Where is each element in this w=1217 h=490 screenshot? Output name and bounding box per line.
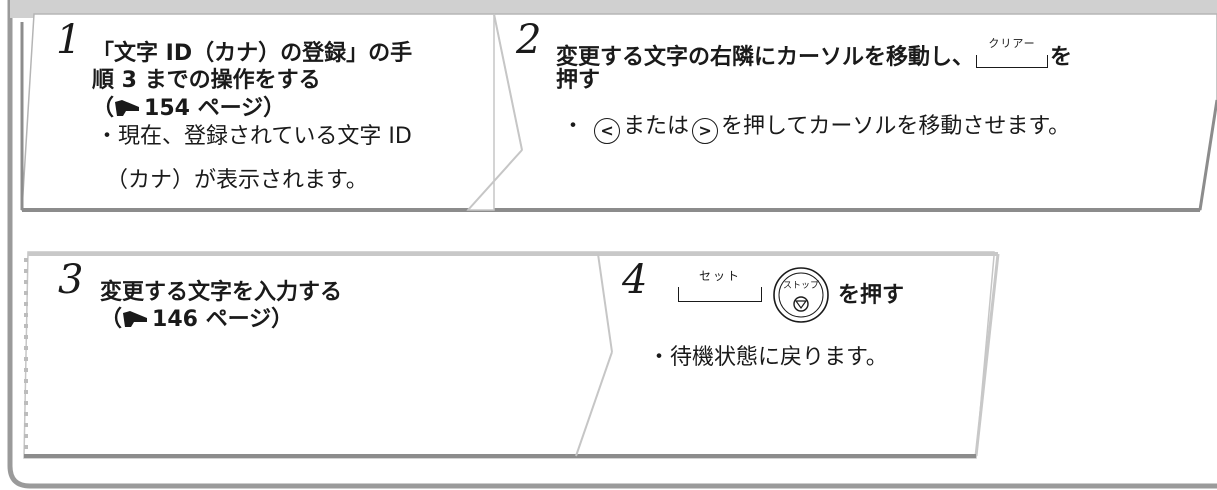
step-1-heading-line2: 順 3 までの操作をする [92,68,321,93]
ref-open-paren: （ [92,96,115,121]
bullet-dot: ・ [562,114,585,139]
step-2-bullet: ・ <または>を押してカーソルを移動させます。 [562,113,1070,144]
step-3-number: 3 [58,257,84,303]
step-4-bullet: ・待機状態に戻ります。 [648,345,888,370]
right-arrow-key-icon: > [692,118,719,144]
step-2-heading-suffix: を [1050,45,1073,70]
step-2-bullet-text: を押してカーソルを移動させます。 [721,114,1071,139]
clear-key-label: クリアー [988,37,1036,50]
step-4-number: 4 [622,257,648,303]
ref-open-paren: （ [100,307,123,332]
set-key: セット [678,269,762,302]
stop-key-icon: ストップ [772,266,830,324]
stop-key-label: ストップ [782,281,819,291]
step-1-bullet-line1: ・現在、登録されている文字 ID [96,124,412,149]
step-1-number: 1 [56,17,82,63]
set-key-base [678,287,762,302]
ref-page-text: 154 ページ） [144,96,286,121]
reference-pointer-icon [114,97,140,124]
step-2-heading-text: 変更する文字の右隣にカーソルを移動し、 [556,45,975,70]
left-arrow-key-icon: < [594,118,621,144]
outer-frame [7,0,1217,489]
clear-key: クリアー [976,37,1049,70]
set-key-label: セット [698,269,741,283]
clear-key-base [976,55,1049,68]
ref-page-text: 146 ページ） [152,307,294,332]
step-3-heading: 変更する文字を入力する [100,280,343,305]
step-3-reference: （ 146 ページ） [100,306,293,335]
step-2-heading-line2: 押す [556,68,601,93]
step-1-bullet-line2: （カナ）が表示されます。 [106,168,368,193]
step-2-heading-line1: 変更する文字の右隣にカーソルを移動し、クリアーを [556,37,1073,71]
reference-pointer-icon [122,308,148,335]
step-4-heading: を押す [838,283,905,308]
or-text: または [623,114,690,139]
step-1-reference: （ 154 ページ） [92,95,285,124]
step-2-number: 2 [516,17,542,63]
step-1-heading-line1: 「文字 ID（カナ）の登録」の手 [92,41,413,66]
